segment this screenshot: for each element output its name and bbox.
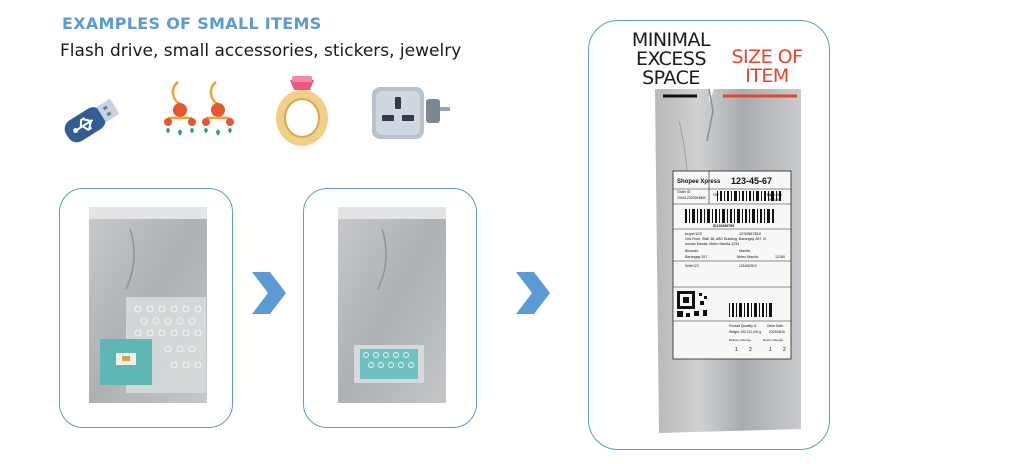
- ring-icon: [276, 76, 328, 146]
- power-socket-icon: [372, 87, 450, 139]
- waybill-order-id: 1900123203K8M9: [677, 196, 706, 200]
- waybill-buyer-address: 2nd Floor, Stall 38, ABC Building, Baran…: [685, 237, 766, 241]
- waybill-delivery-attempt-1: 1: [735, 347, 738, 353]
- waybill-buyer-province: Manila: [739, 249, 750, 253]
- waybill-buyer-zip: 12180: [775, 255, 785, 259]
- minimal-label-line-2: EXCESS: [635, 48, 707, 70]
- waybill-buyer-barangay: Barangay 287: [685, 255, 707, 259]
- photo-panel-packed: [303, 188, 477, 428]
- chevron-right-icon: [516, 272, 550, 314]
- page-title: EXAMPLES OF SMALL ITEMS: [62, 14, 322, 33]
- minimal-label-line-3: SPACE: [642, 67, 700, 89]
- photo-panel-unpacked: [59, 188, 233, 428]
- waybill-delivery-type: HOME: [769, 198, 780, 202]
- waybill-day: Nov-DG: [767, 192, 782, 197]
- waybill-return-attempt-1: 1: [769, 347, 772, 353]
- waybill-buyer-name: buyer123: [685, 231, 702, 236]
- waybill-barcode-id: ID123456789: [713, 224, 734, 228]
- waybill-order-date: 2019/08/16: [769, 330, 785, 334]
- minimal-label-line-1: MINIMAL: [631, 29, 711, 51]
- waybill-return-attempt: Return Attempt: [763, 338, 783, 342]
- waybill-seller-phone: 1234567810: [739, 264, 757, 268]
- photo-panel-waybill: Shopee Xpress Order ID 1900123203K8M9 OP…: [588, 20, 830, 450]
- waybill-return-attempt-2: 2: [783, 347, 786, 353]
- waybill-brand: Shopee Xpress: [677, 179, 721, 185]
- waybill-weight: Weight: 200,212,000 g: [729, 330, 761, 334]
- parcel-bag-photo: Shopee Xpress Order ID 1900123203K8M9 OP…: [655, 88, 801, 433]
- waybill-buyer-region: Metro Manila: [737, 255, 758, 259]
- waybill-delivery-attempt: Delivery Attempt: [729, 338, 751, 342]
- waybill-buyer-phone: 1234567810: [739, 231, 762, 236]
- minimal-excess-space-label: MINIMAL EXCESS SPACE: [611, 31, 731, 88]
- earrings-icon: [164, 81, 234, 136]
- size-label-line-1: SIZE OF: [731, 46, 803, 68]
- waybill-order-id-label: Order ID: [677, 190, 691, 194]
- size-label-line-2: ITEM: [745, 65, 789, 87]
- page-subtitle: Flash drive, small accessories, stickers…: [60, 41, 462, 61]
- waybill-order-date-label: Order Date:: [767, 324, 784, 328]
- waybill-buyer-city: Binondo: [685, 249, 698, 253]
- parcel-bag-photo: [89, 207, 207, 403]
- parcel-bag-photo: [338, 207, 446, 403]
- flash-drive-icon: [64, 99, 119, 143]
- size-of-item-label: SIZE OF ITEM: [717, 48, 817, 86]
- waybill-delivery-attempt-2: 2: [749, 347, 752, 353]
- waybill-quantity: Product Quantity: 8: [729, 324, 757, 328]
- waybill-seller-name: Seller123: [685, 264, 699, 268]
- waybill-sort-code: OP: [713, 192, 719, 197]
- chevron-right-icon: [252, 272, 286, 314]
- waybill-tracking: 123-45-67: [731, 176, 772, 186]
- waybill-buyer-address-2: inondo Manila, Metro Manila 1234: [685, 242, 739, 246]
